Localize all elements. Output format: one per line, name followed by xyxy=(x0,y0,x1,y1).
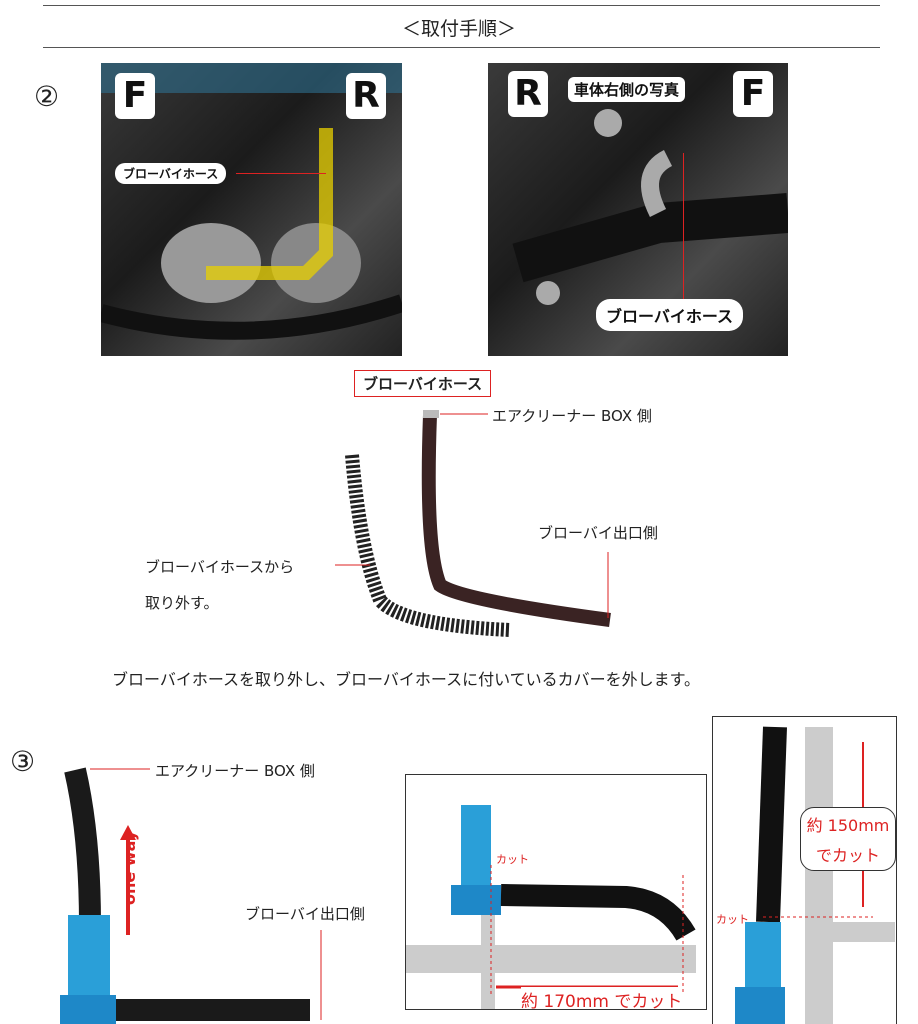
cut-150-photo: カット 約 150mm でカット xyxy=(712,716,897,1024)
air-cleaner-side-label: エアクリーナー BOX 側 xyxy=(492,407,652,425)
cut-170-label: 約 170mm でカット xyxy=(521,987,683,1009)
hose-label: ブローバイホース xyxy=(596,299,744,331)
leader-line xyxy=(236,173,326,174)
rear-marker: R xyxy=(508,71,548,117)
cut-170-illustration xyxy=(406,805,696,1009)
cut-marker-2: カット xyxy=(716,913,749,926)
right-side-photo: R 車体右側の写真 F ブローバイホース xyxy=(488,63,788,356)
rear-marker: R xyxy=(346,73,386,119)
cut-150-label: 約 150mm でカット xyxy=(800,807,896,871)
engine-top-photo: F R ブローバイホース xyxy=(101,63,402,356)
hose-label: ブローバイホース xyxy=(115,163,227,184)
cut-150-illustration xyxy=(735,726,895,1024)
cut-170-photo: カット 約 170mm でカット xyxy=(405,774,707,1010)
cut-150-line1: 約 150mm xyxy=(806,816,890,835)
assembly-illustration xyxy=(60,767,322,1024)
front-marker: F xyxy=(115,73,155,119)
air-cleaner-side-label-3: エアクリーナー BOX 側 xyxy=(155,762,315,780)
cut-150-line2: でカット xyxy=(815,846,880,865)
title-rule xyxy=(43,47,880,48)
outlet-side-label-3: ブローバイ出口側 xyxy=(245,905,365,923)
boxed-hose-label: ブローバイホース xyxy=(354,370,492,397)
hose-illustration xyxy=(512,109,788,305)
photo-caption: 車体右側の写真 xyxy=(568,77,686,102)
hose-parts-illustration xyxy=(335,410,611,637)
top-rule xyxy=(43,5,880,6)
one-way-arrow-label: one way xyxy=(120,830,139,905)
leader-line xyxy=(683,153,684,301)
remove-note-line1: ブローバイホースから xyxy=(145,558,295,576)
engine-illustration xyxy=(101,63,402,340)
remove-note-line2: 取り外す。 xyxy=(145,594,219,612)
step-number-3: ③ xyxy=(10,745,36,778)
outlet-side-label: ブローバイ出口側 xyxy=(538,524,658,542)
step2-instruction: ブローバイホースを取り外し、ブローバイホースに付いているカバーを外します。 xyxy=(112,670,701,689)
step-number-2: ② xyxy=(34,80,60,113)
cut-marker: カット xyxy=(496,853,529,866)
front-marker: F xyxy=(733,71,773,117)
page-title: ＜取付手順＞ xyxy=(401,18,516,40)
